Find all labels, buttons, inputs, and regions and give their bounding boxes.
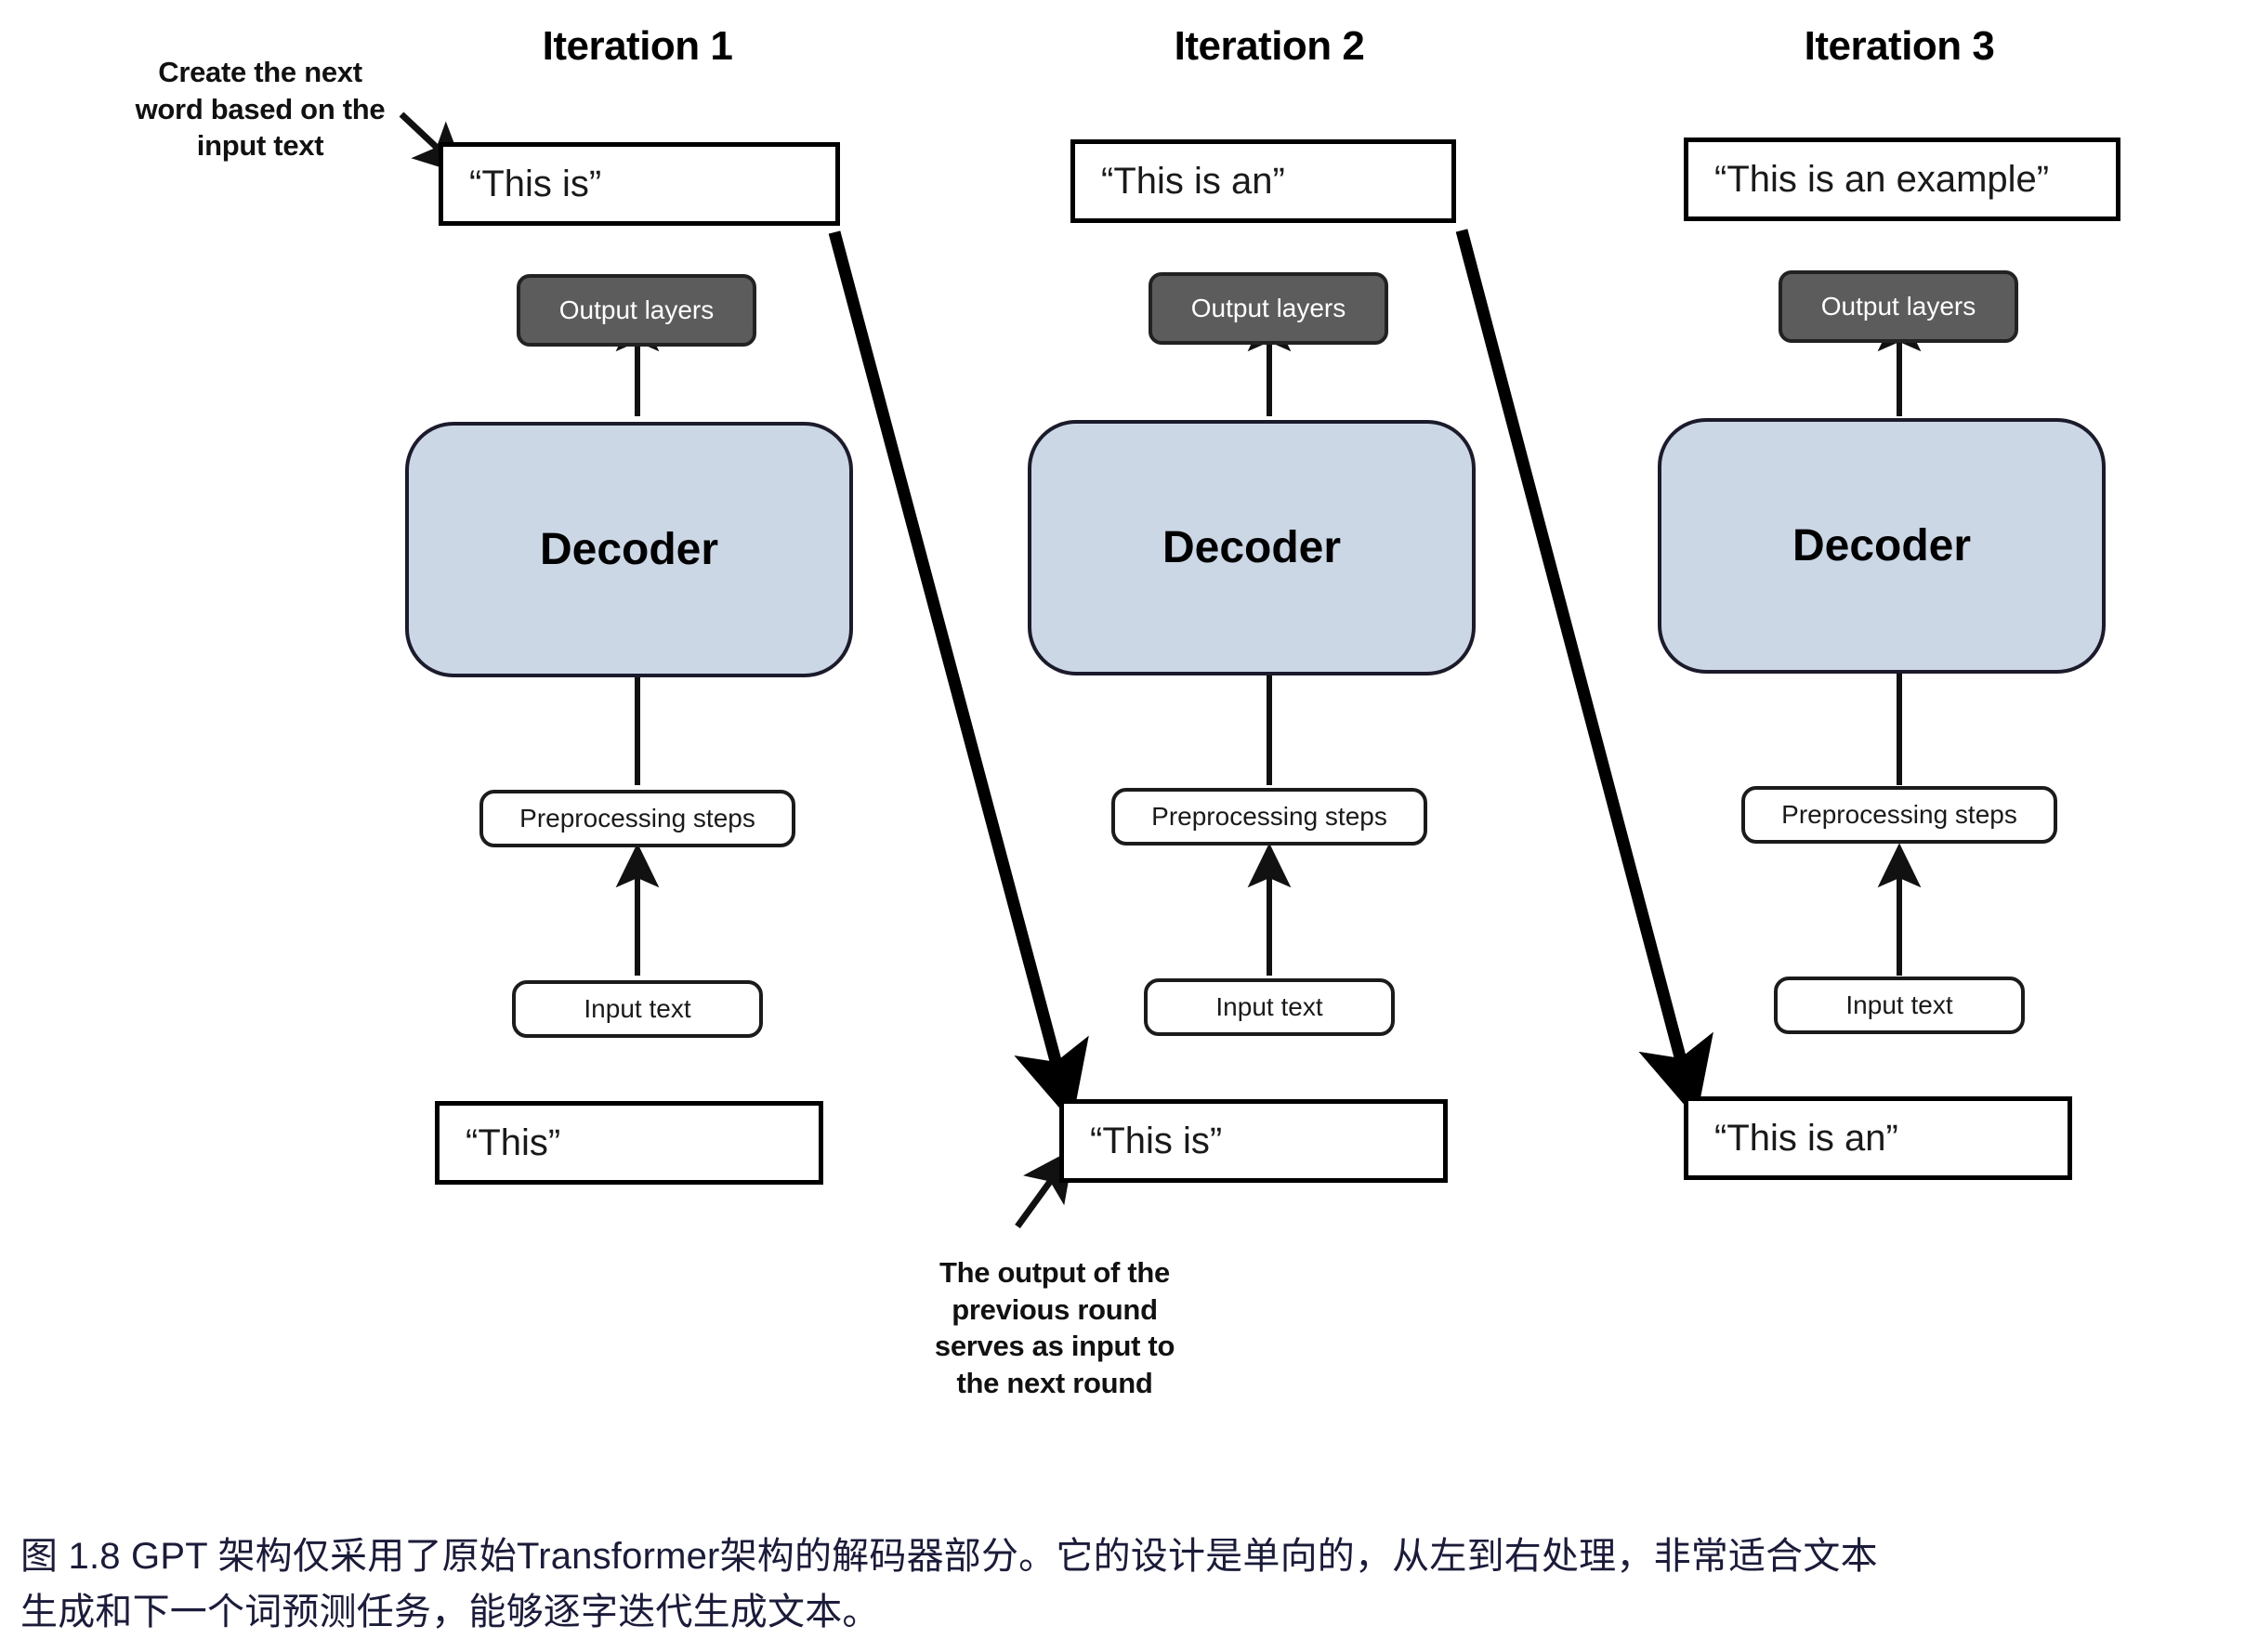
iteration-3-input-box: “This is an” [1684, 1096, 2072, 1180]
iteration-2-title: Iteration 2 [1174, 23, 1365, 69]
figure-caption: 图 1.8 GPT 架构仅采用了原始Transformer架构的解码器部分。它的… [20, 1528, 2241, 1640]
arrow-iter1-output-to-iter2-input [828, 230, 1089, 1123]
annotation-line: Create the next [158, 56, 362, 88]
annotation-line: input text [196, 129, 324, 163]
annotation-line: serves as input to [934, 1330, 1175, 1363]
iteration-2-output-box: “This is an” [1070, 139, 1456, 223]
iteration-3-preprocessing-steps: Preprocessing steps [1741, 786, 2057, 844]
annotation-line: previous round [952, 1292, 1158, 1326]
figure-caption-line-2: 生成和下一个词预测任务，能够逐字迭代生成文本。 [20, 1592, 880, 1632]
iteration-2-decoder: Decoder [1028, 420, 1476, 675]
iteration-3-input-text: Input text [1774, 977, 2025, 1034]
annotation-line: word based on the [135, 92, 386, 125]
iteration-2-output-layers: Output layers [1149, 272, 1388, 345]
arrow-annotation-to-iter2-input [1015, 1147, 1075, 1229]
annotation-line: The output of the [939, 1256, 1170, 1289]
iteration-3-decoder: Decoder [1658, 418, 2106, 674]
iteration-1-input-box: “This” [435, 1101, 823, 1185]
iteration-2-input-text: Input text [1144, 978, 1395, 1036]
iteration-2-input-box: “This is” [1059, 1099, 1448, 1183]
annotation-create-next-word: Create the next word based on the input … [121, 54, 400, 164]
iteration-1-decoder: Decoder [405, 422, 853, 677]
iteration-3-output-layers: Output layers [1779, 270, 2018, 343]
iteration-3-output-box: “This is an example” [1684, 138, 2120, 221]
iteration-1-title: Iteration 1 [542, 23, 733, 69]
iteration-2-preprocessing-steps: Preprocessing steps [1111, 788, 1427, 846]
iteration-1-preprocessing-steps: Preprocessing steps [479, 790, 795, 847]
annotation-line: the next round [956, 1367, 1153, 1400]
iteration-1-output-box: “This is” [439, 142, 840, 226]
arrow-iter2-output-to-iter3-input [1455, 229, 1713, 1120]
figure-caption-line-1: 图 1.8 GPT 架构仅采用了原始Transformer架构的解码器部分。它的… [20, 1536, 1878, 1577]
iteration-3-title: Iteration 3 [1804, 23, 1995, 69]
annotation-output-previous-round: The output of the previous round serves … [915, 1254, 1194, 1402]
iteration-1-output-layers: Output layers [517, 274, 756, 347]
iteration-1-input-text: Input text [512, 980, 763, 1038]
